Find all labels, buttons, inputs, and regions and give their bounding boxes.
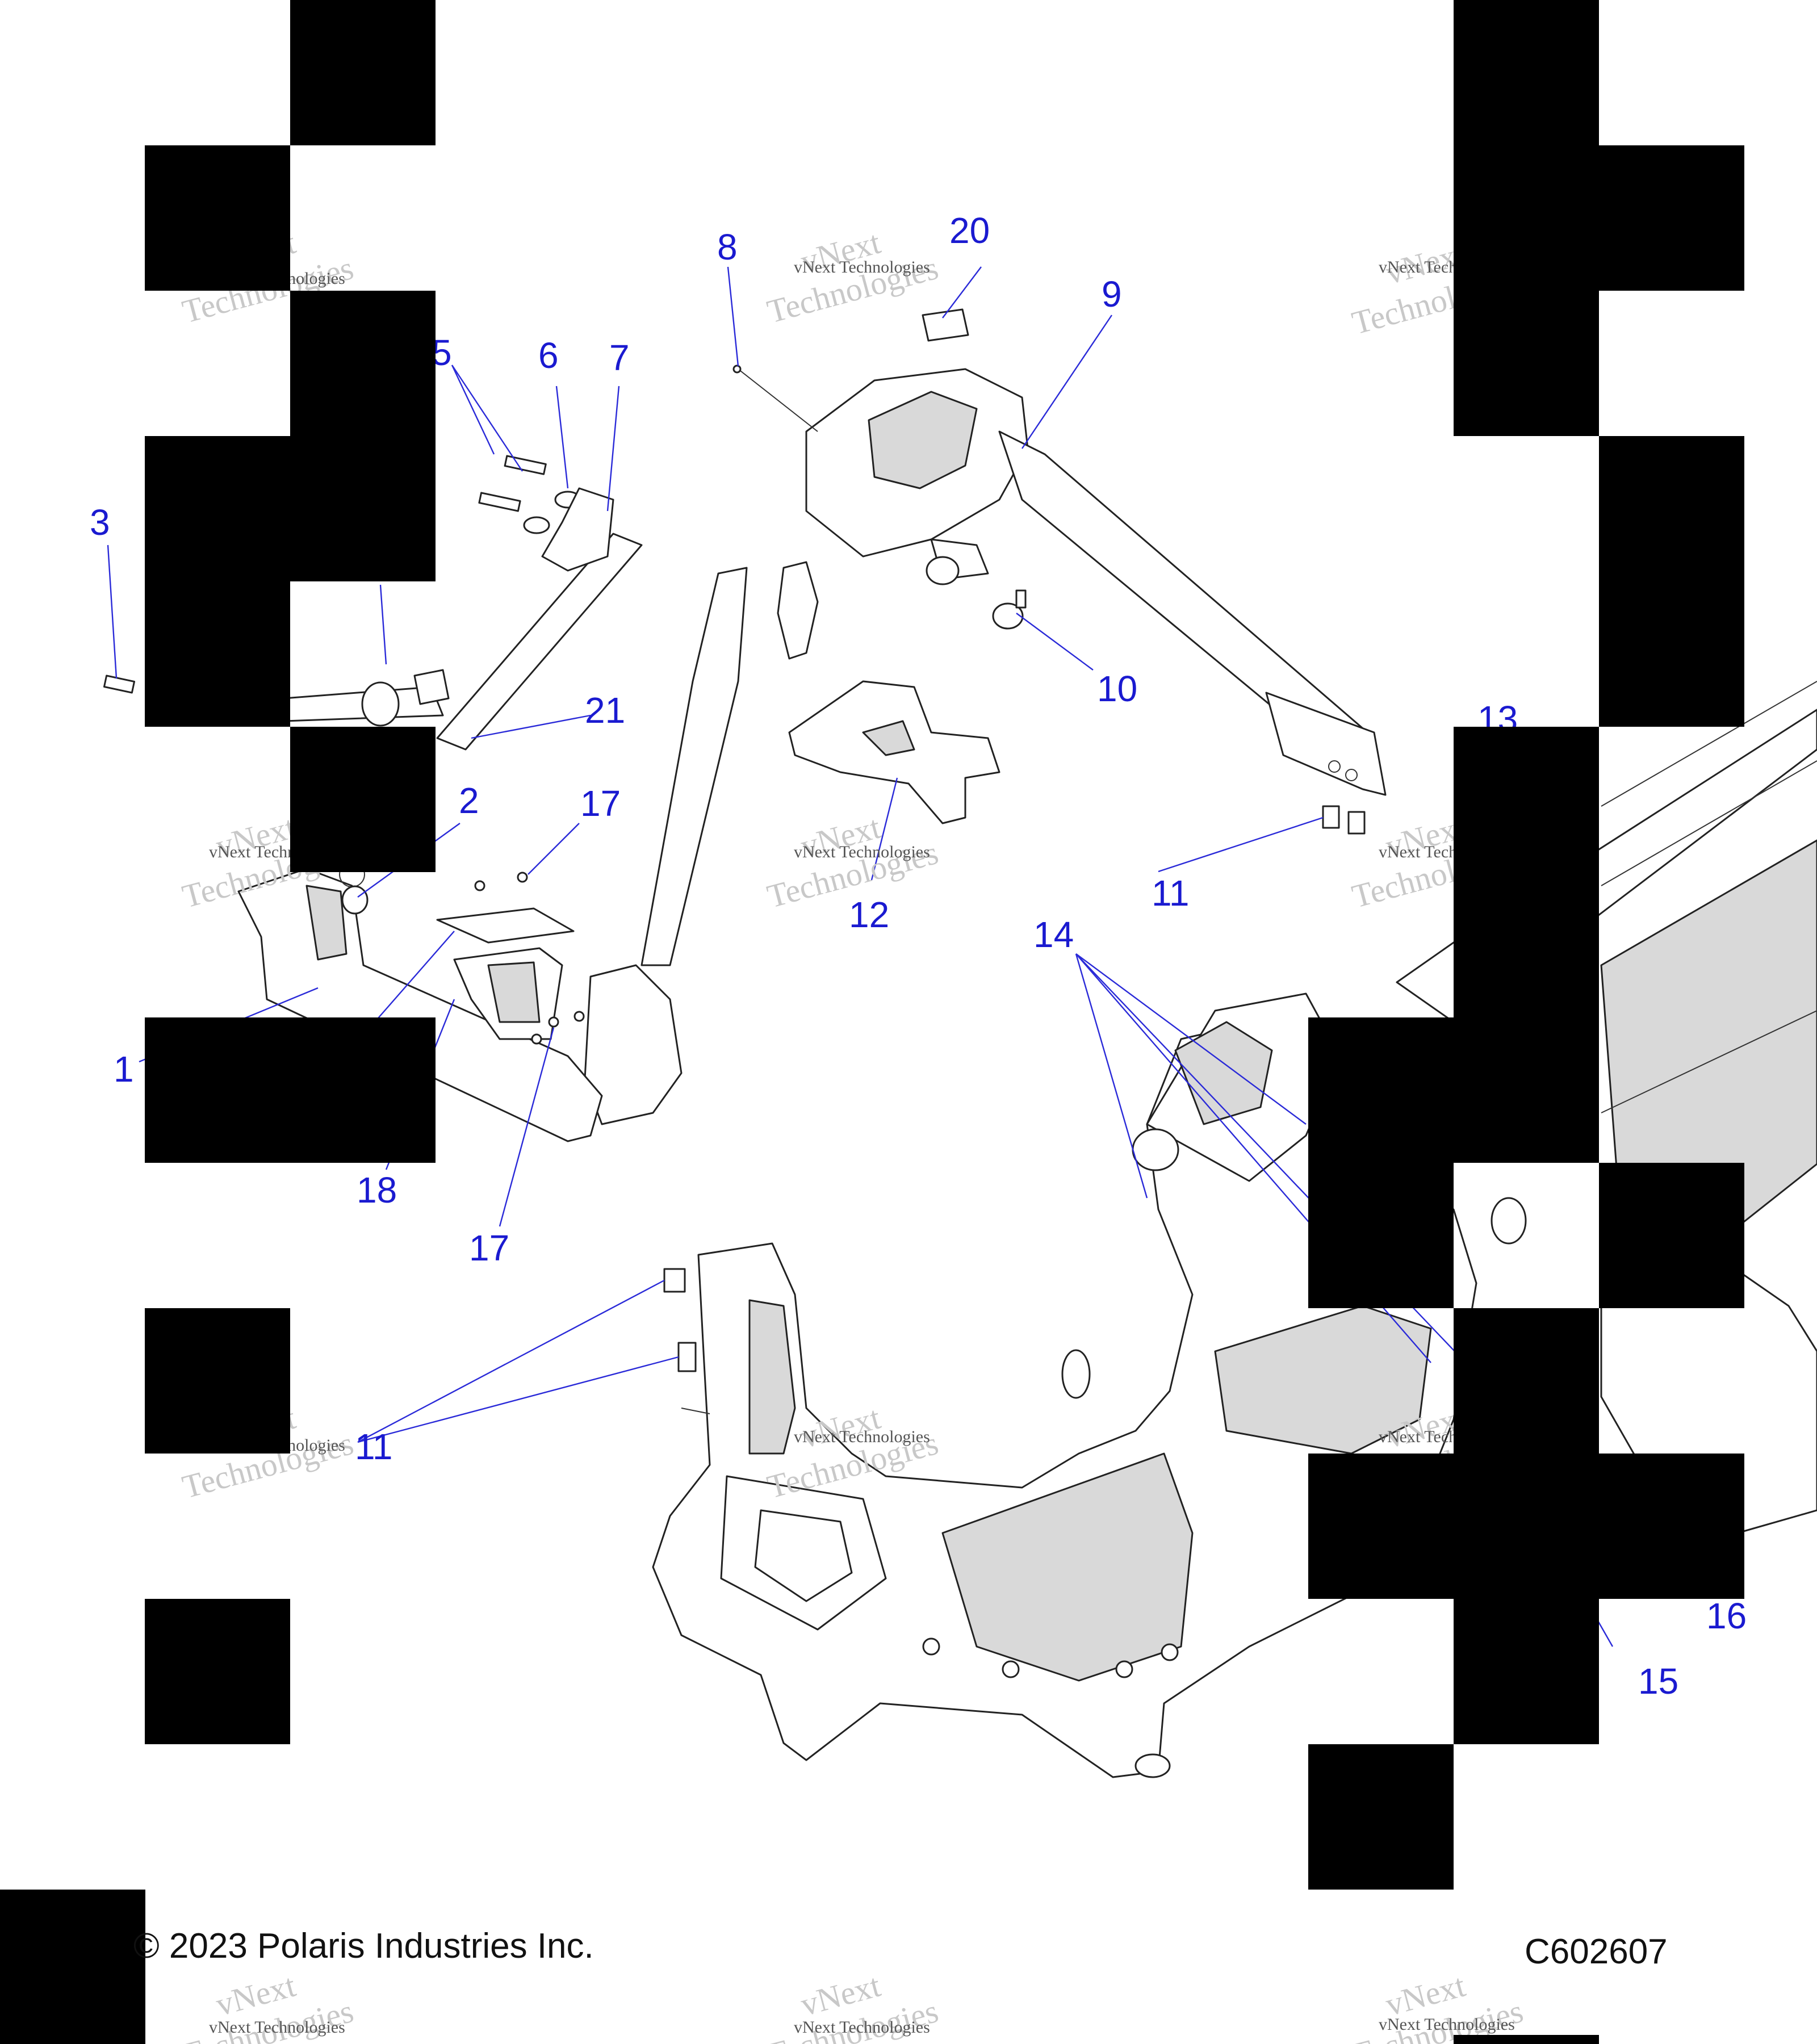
- redaction-block: [0, 1890, 145, 2044]
- callout-18: 18: [357, 1170, 397, 1211]
- redaction-block: [1454, 1599, 1599, 1744]
- steering-tube: [640, 567, 748, 966]
- callout-12: 12: [849, 894, 889, 935]
- callout-2: 2: [459, 780, 479, 821]
- callout-8: 8: [717, 227, 738, 267]
- callout-11-lower: 11: [355, 1426, 392, 1467]
- hardware-5-6-7: [478, 455, 614, 572]
- callout-labels: 1 2 3 5 6 7 8 9 10 11 11 12 13 14 15 16 …: [90, 210, 1747, 1702]
- nut-2: [341, 885, 369, 915]
- redaction-block: [1308, 1017, 1599, 1163]
- redaction-block: [145, 1599, 290, 1744]
- callout-16: 16: [1706, 1595, 1747, 1636]
- callout-17-lower: 17: [469, 1228, 509, 1268]
- callout-15: 15: [1638, 1661, 1678, 1702]
- figure-code: C602607: [1525, 1932, 1668, 1971]
- redaction-block: [290, 291, 436, 436]
- main-chassis: [652, 992, 1477, 1778]
- redaction-blocks: [0, 0, 1744, 2044]
- steering-post: [805, 368, 1387, 796]
- redaction-block: [145, 436, 436, 581]
- tie-rod: [283, 533, 643, 751]
- screws-11: [663, 805, 1366, 1372]
- redaction-block: [1308, 1163, 1454, 1308]
- watermark-small: vNext Technologies: [794, 1427, 930, 1446]
- redaction-block: [145, 1308, 290, 1454]
- redaction-block: [1599, 436, 1744, 727]
- callout-10: 10: [1097, 668, 1137, 709]
- redaction-block: [145, 1017, 436, 1163]
- clamp: [926, 556, 1027, 630]
- watermark-small: vNext Technologies: [209, 2018, 345, 2037]
- redaction-block: [1308, 1454, 1744, 1599]
- callout-1: 1: [114, 1049, 134, 1090]
- callout-11-upper: 11: [1152, 873, 1189, 914]
- callout-9: 9: [1102, 274, 1122, 315]
- copyright-text: © 2023 Polaris Industries Inc.: [133, 1926, 594, 1966]
- callout-6: 6: [538, 335, 559, 376]
- mount-pads: [436, 872, 585, 1045]
- lower-frame-left: [237, 861, 603, 1142]
- watermark-small: vNext Technologies: [794, 2018, 930, 2037]
- redaction-block: [290, 727, 436, 872]
- redaction-block: [145, 145, 290, 291]
- redaction-block: [1308, 1744, 1454, 1890]
- callout-20: 20: [949, 210, 990, 251]
- redaction-block: [1454, 0, 1599, 145]
- redaction-block: [1599, 1163, 1744, 1308]
- redaction-block: [1454, 291, 1599, 436]
- redaction-block: [1454, 1308, 1599, 1454]
- callout-7: 7: [609, 337, 630, 378]
- redaction-block: [145, 581, 290, 727]
- redaction-block: [290, 0, 436, 145]
- callout-14: 14: [1033, 914, 1074, 955]
- decal: [922, 308, 969, 342]
- watermark-small: vNext Technologies: [794, 258, 930, 277]
- callout-17-upper: 17: [580, 783, 621, 824]
- bolt-3: [103, 675, 136, 694]
- watermark-small: vNext Technologies: [1379, 2015, 1515, 2034]
- callout-21: 21: [585, 690, 625, 731]
- redaction-block: [1454, 2035, 1599, 2044]
- watermark-small: vNext Technologies: [794, 843, 930, 861]
- redaction-block: [1454, 145, 1744, 291]
- footer: © 2023 Polaris Industries Inc. C602607: [133, 1926, 1668, 1971]
- callout-3: 3: [90, 502, 110, 543]
- redaction-block: [1454, 727, 1599, 1017]
